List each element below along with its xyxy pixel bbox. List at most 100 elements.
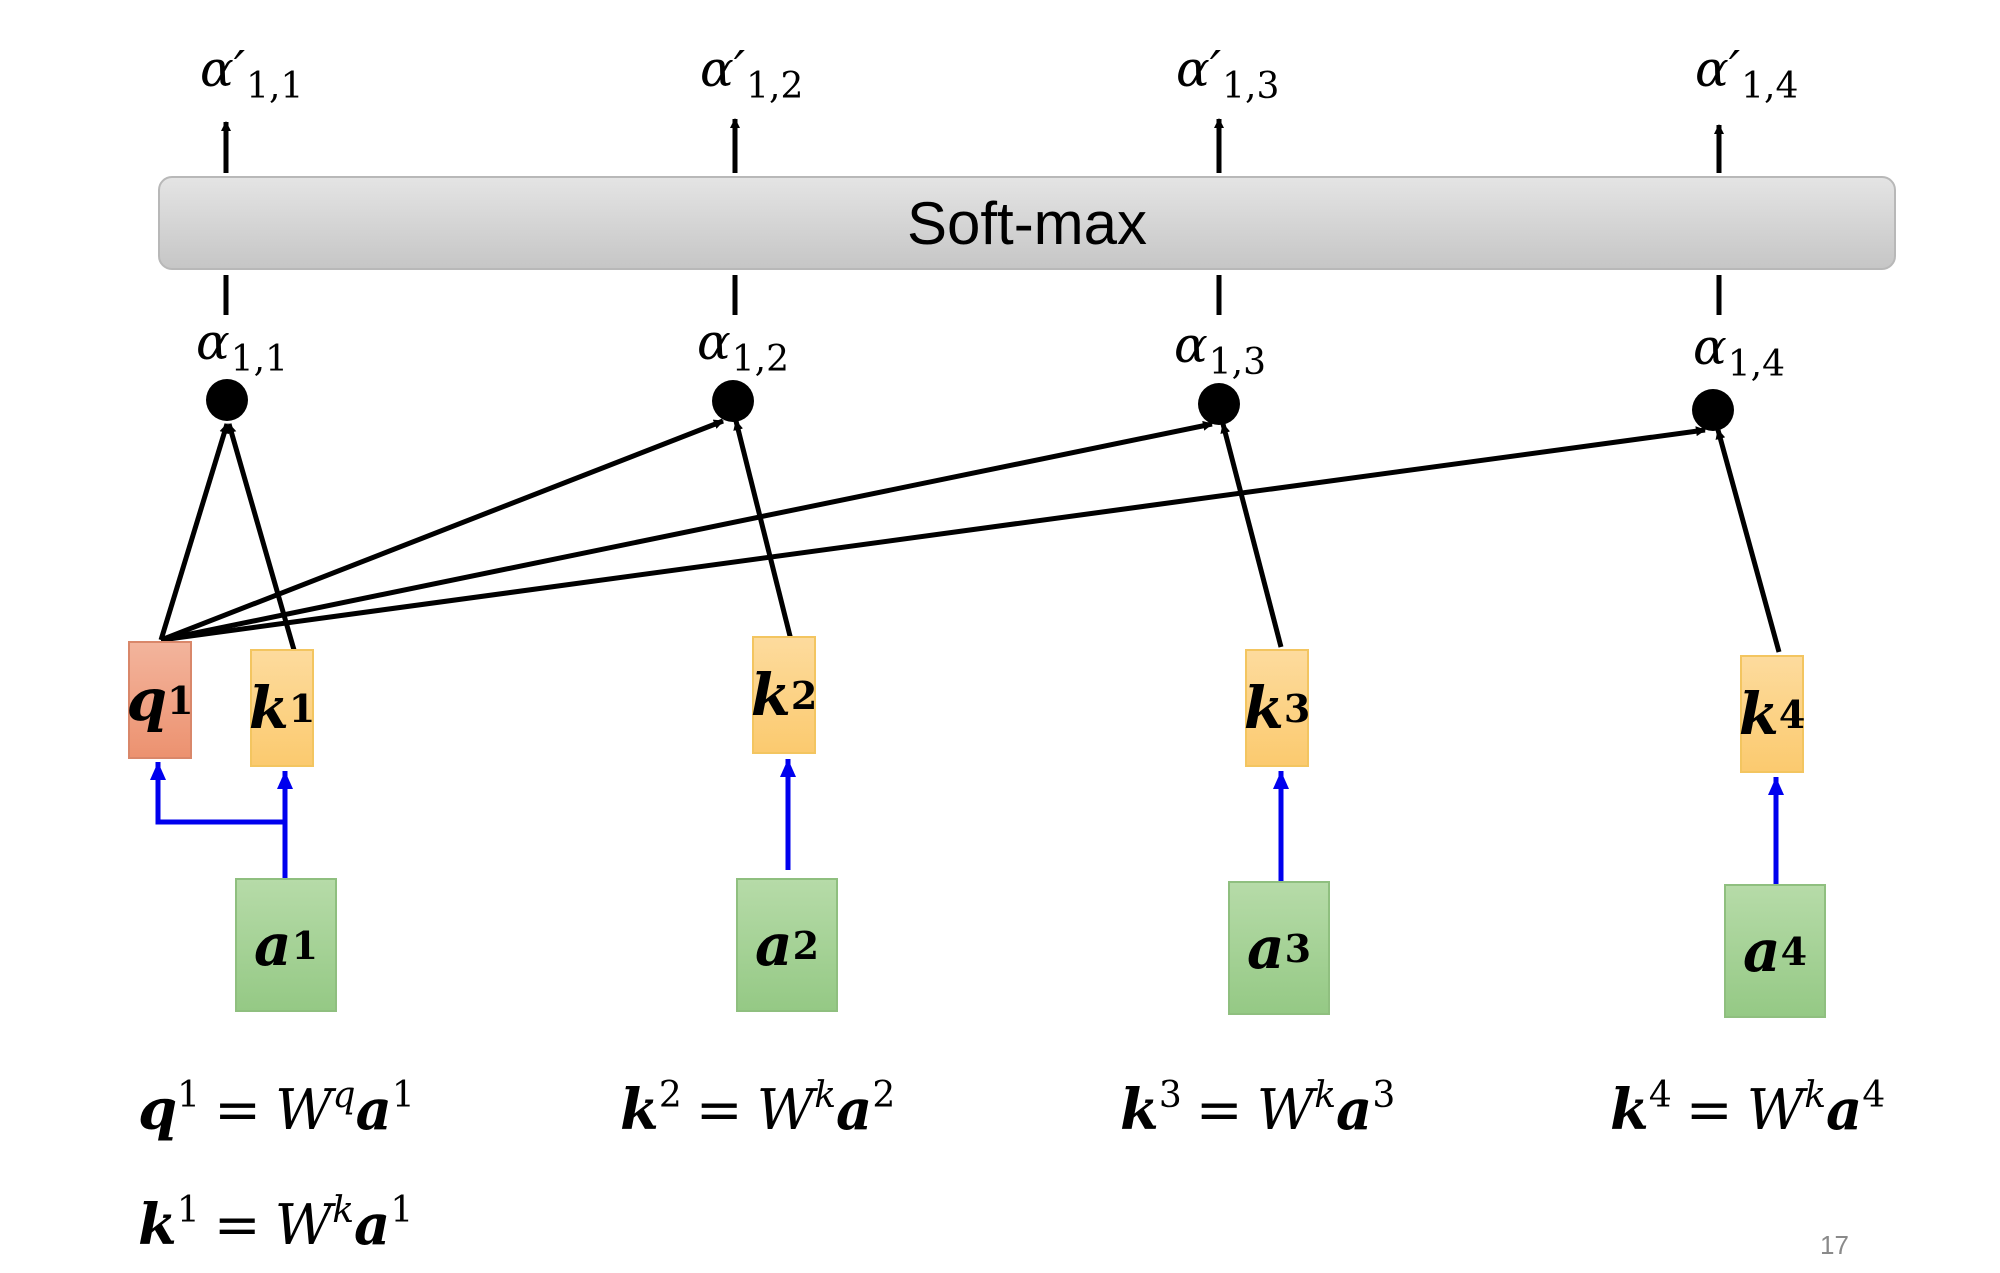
a1-sup: 1 (291, 922, 319, 968)
eq1-weight: W (274, 1078, 333, 1143)
query-arrow-2 (160, 418, 724, 643)
eq4-weight-sup: k (1804, 1075, 1827, 1116)
eq2-weight-sup: k (814, 1075, 837, 1116)
eq2-weight: W (756, 1078, 815, 1143)
alpha-symbol: α (1693, 318, 1727, 376)
eq4-equals: = (1685, 1078, 1733, 1143)
page-number: 17 (1820, 1230, 1849, 1260)
alpha-subscript: 1,4 (1727, 344, 1786, 385)
k2-base: k (750, 661, 791, 729)
eq3-weight: W (1256, 1078, 1315, 1143)
eq4-rhs: a (1826, 1077, 1863, 1143)
k3-base: k (1243, 674, 1284, 742)
k4-base: k (1738, 680, 1779, 748)
a4-sup: 4 (1780, 928, 1808, 974)
output-alpha-4: α′1,4 (1695, 40, 1798, 107)
eq4-lhs-sup: 4 (1648, 1075, 1672, 1116)
alpha-symbol: α (1174, 316, 1208, 374)
query-arrow-4 (160, 426, 1706, 643)
a3-base: a (1246, 914, 1285, 982)
key-arrow-3 (1220, 423, 1284, 648)
a1-base: a (253, 911, 292, 979)
projection-arrow-a1-to-q1 (150, 762, 288, 878)
eq3-rhs: a (1336, 1077, 1373, 1143)
alpha-symbol: α′ (1695, 40, 1741, 98)
equation-k2: k2=Wka2 (620, 1075, 895, 1143)
alpha-subscript: 1,3 (1208, 342, 1267, 383)
eq1-weight-sup: q (332, 1075, 356, 1116)
eq4-weight: W (1746, 1078, 1805, 1143)
alpha-subscript: 1,4 (1741, 66, 1799, 107)
eq1-equals: = (214, 1078, 261, 1143)
alpha-symbol: α (196, 313, 230, 371)
equation-q1: q1=Wqa1 (138, 1075, 415, 1143)
alpha-subscript: 1,1 (246, 66, 304, 107)
eq4-lhs: k (1610, 1077, 1649, 1143)
key-arrow-1 (226, 423, 297, 651)
output-alpha-1: α′1,1 (200, 40, 303, 107)
eq2-lhs: k (620, 1077, 659, 1143)
a4-base: a (1742, 917, 1781, 985)
alpha-symbol: α′ (700, 40, 746, 98)
query-arrow-3 (160, 420, 1213, 643)
eq5-lhs: k (138, 1192, 177, 1258)
k1-sup: 1 (288, 685, 316, 731)
eq4-rhs-sup: 4 (1862, 1075, 1886, 1116)
equation-k4: k4=Wka4 (1610, 1075, 1885, 1143)
eq5-lhs-sup: 1 (176, 1190, 200, 1231)
eq5-rhs: a (354, 1192, 391, 1258)
softmax-label: Soft-max (906, 189, 1148, 257)
q1-sup: 1 (167, 677, 194, 723)
eq5-equals: = (213, 1193, 261, 1258)
output-alpha-3: α′1,3 (1176, 40, 1279, 107)
score-alpha-4: α1,4 (1693, 318, 1785, 385)
dot-product-node-1 (206, 379, 248, 421)
k3-sup: 3 (1283, 685, 1311, 731)
k1-base: k (248, 674, 289, 742)
softmax-block: Soft-max (158, 176, 1896, 270)
eq3-lhs: k (1120, 1077, 1159, 1143)
alpha-subscript: 1,1 (230, 339, 289, 380)
dot-product-node-2 (712, 380, 754, 422)
eq1-rhs-sup: 1 (391, 1075, 415, 1116)
score-alpha-3: α1,3 (1174, 316, 1266, 383)
a3-sup: 3 (1284, 925, 1312, 971)
alpha-subscript: 1,2 (731, 339, 790, 380)
score-alpha-2: α1,2 (697, 313, 789, 380)
eq5-rhs-sup: 1 (390, 1190, 414, 1231)
eq1-lhs-sup: 1 (177, 1075, 201, 1116)
alpha-symbol: α′ (200, 40, 246, 98)
eq1-rhs: a (355, 1077, 392, 1143)
eq1-lhs: q (138, 1077, 178, 1143)
alpha-subscript: 1,3 (1222, 66, 1280, 107)
query-arrow-1 (158, 423, 230, 641)
k4-sup: 4 (1778, 691, 1806, 737)
q1-base: q (126, 666, 168, 734)
eq5-weight-sup: k (332, 1190, 355, 1231)
eq2-equals: = (695, 1078, 743, 1143)
eq2-rhs-sup: 2 (872, 1075, 896, 1116)
a2-base: a (754, 911, 793, 979)
output-alpha-2: α′1,2 (700, 40, 803, 107)
k2-sup: 2 (790, 672, 818, 718)
alpha-symbol: α′ (1176, 40, 1222, 98)
eq2-rhs: a (836, 1077, 873, 1143)
alpha-subscript: 1,2 (746, 66, 804, 107)
eq3-lhs-sup: 3 (1158, 1075, 1182, 1116)
a2-sup: 2 (792, 922, 820, 968)
alpha-symbol: α (697, 313, 731, 371)
eq3-weight-sup: k (1314, 1075, 1337, 1116)
eq3-equals: = (1195, 1078, 1243, 1143)
eq2-lhs-sup: 2 (658, 1075, 682, 1116)
